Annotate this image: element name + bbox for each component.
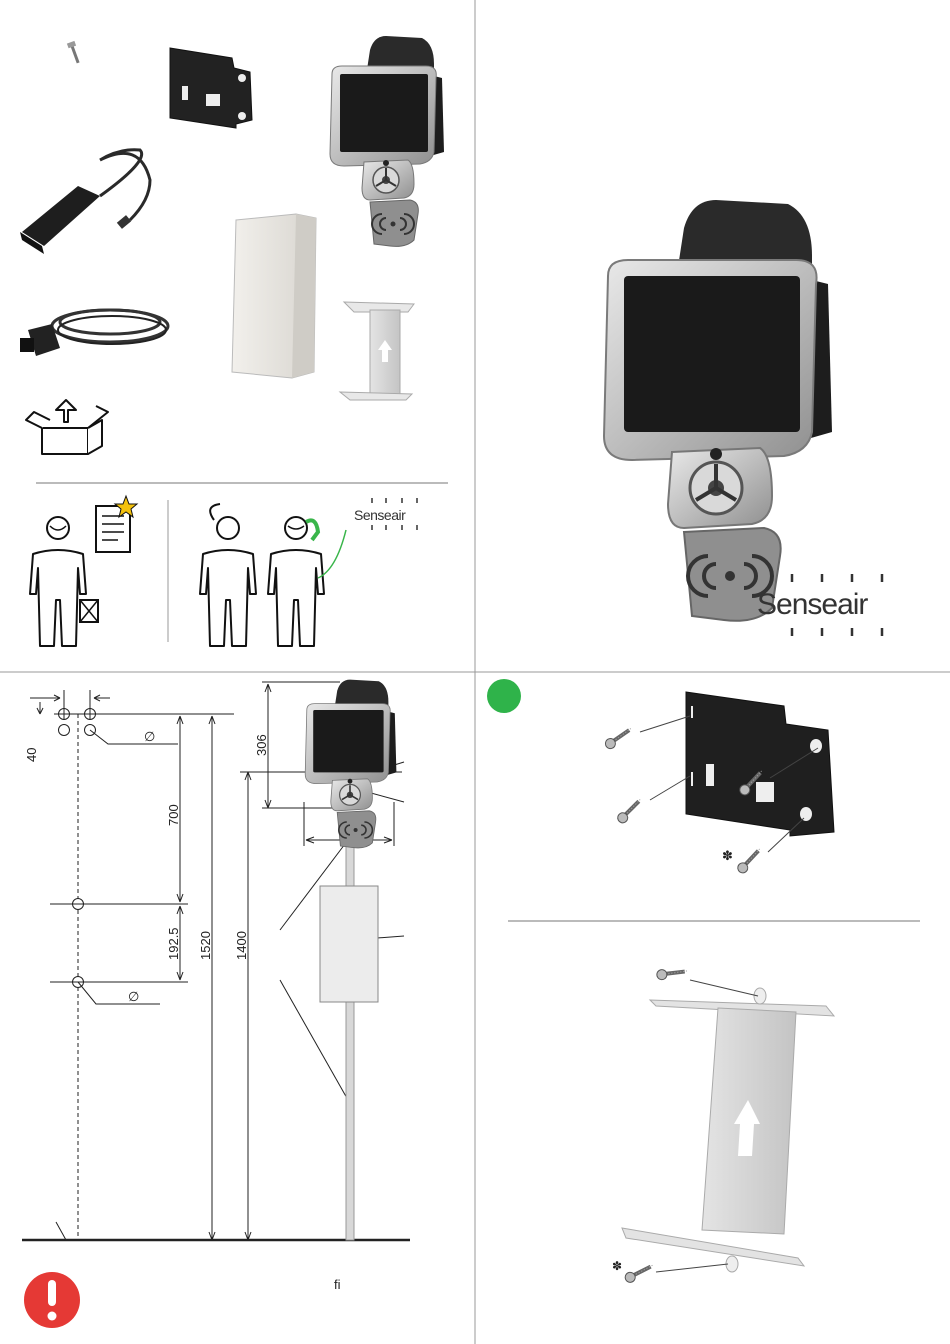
mounting-plate-icon xyxy=(340,302,414,400)
screw-1-icon xyxy=(603,729,635,750)
dim-306: 306 xyxy=(254,734,269,756)
diameter-symbol-2: ∅ xyxy=(128,989,139,1004)
screw-6-icon xyxy=(624,1265,655,1283)
happy-person-icon xyxy=(30,517,86,646)
dim-1520: 1520 xyxy=(198,931,213,960)
power-cable-icon xyxy=(20,310,168,356)
wall-bracket-icon xyxy=(170,48,252,128)
note-fi: fi xyxy=(334,1277,341,1292)
screw-icon xyxy=(67,41,82,64)
dim-700: 700 xyxy=(166,804,181,826)
screw-2-icon xyxy=(615,799,647,824)
cover-box-icon xyxy=(232,214,316,378)
mounting-plate-install-icon xyxy=(622,988,834,1272)
confused-person-icon xyxy=(200,517,256,646)
screw-4-icon xyxy=(734,849,766,875)
power-adapter-icon xyxy=(20,150,150,254)
wall-bracket-install-icon xyxy=(686,692,834,836)
senseair-logo-small: Senseair xyxy=(354,498,417,530)
logo-text-small: Senseair xyxy=(354,507,406,523)
device-drawing-icon xyxy=(305,680,396,848)
step-indicator-icon xyxy=(487,679,521,713)
dim-40: 40 xyxy=(24,748,39,762)
device-icon xyxy=(330,36,444,246)
phone-icon xyxy=(306,520,318,540)
unpack-box-icon xyxy=(26,400,108,454)
warning-icon xyxy=(24,1272,80,1328)
cover-box-drawing xyxy=(320,886,378,1002)
diameter-symbol-1: ∅ xyxy=(144,729,155,744)
asterisk-mark: ✽ xyxy=(722,848,733,863)
dim-1400: 1400 xyxy=(234,931,249,960)
asterisk-mark-2: ✽ xyxy=(612,1259,622,1273)
logo-text: Senseair xyxy=(757,588,868,621)
screw-5-icon xyxy=(656,966,687,984)
device-large-icon xyxy=(604,200,832,621)
box-crate-icon xyxy=(80,600,98,622)
dim-192-5: 192.5 xyxy=(166,927,181,960)
